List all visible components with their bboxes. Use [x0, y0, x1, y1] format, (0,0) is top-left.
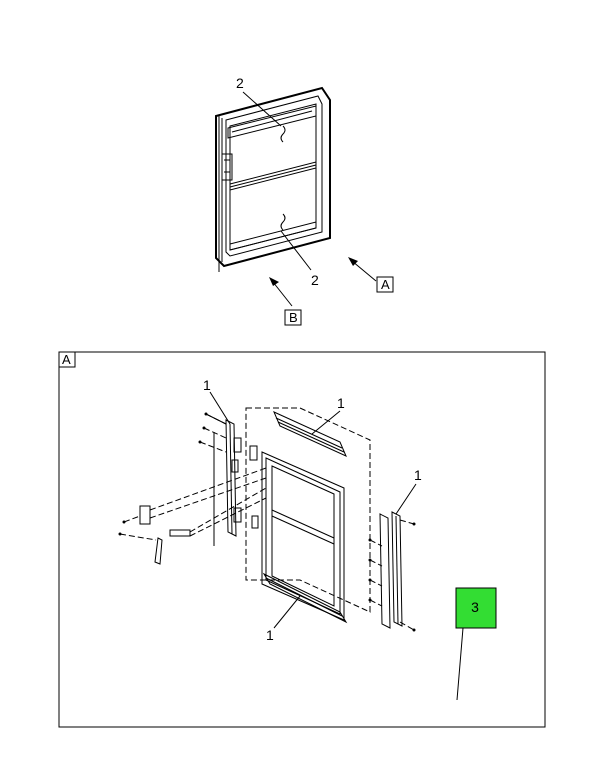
leader-line	[395, 483, 417, 515]
view-label-a: A	[381, 277, 390, 292]
window-assembly	[215, 86, 331, 272]
view-label-b: B	[289, 310, 298, 325]
leader-line	[311, 410, 341, 435]
leader-line	[456, 627, 464, 701]
callout-2-upper: 2	[236, 75, 244, 91]
callout-1-right: 1	[414, 467, 422, 483]
callout-1-bottom: 1	[266, 627, 274, 643]
callout-1-left: 1	[203, 377, 211, 393]
leader-line	[242, 91, 282, 127]
leader-line	[209, 391, 231, 425]
detail-label-a: A	[62, 352, 71, 367]
leader-line	[273, 595, 301, 629]
detail-a-frame	[58, 351, 546, 728]
callout-3-label: 3	[471, 599, 479, 615]
view-arrow-b: B	[269, 277, 302, 326]
callout-3-highlight[interactable]	[455, 587, 497, 629]
callout-1-center: 1	[337, 395, 345, 411]
view-arrow-a: A	[348, 257, 394, 293]
leader-line	[280, 230, 312, 271]
exploded-view	[118, 407, 416, 632]
callout-2-lower: 2	[311, 272, 319, 288]
